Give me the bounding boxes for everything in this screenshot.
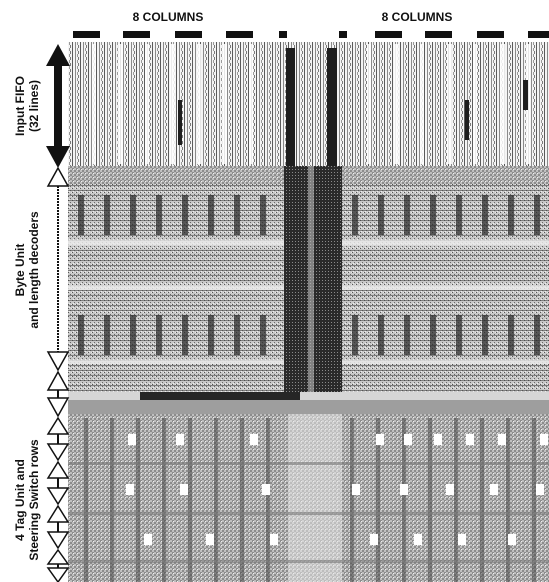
fifo-label-line1: Input FIFO (13, 76, 27, 136)
fifo-height-arrow (46, 44, 70, 168)
fifo-label-line2: (32 lines) (27, 80, 41, 132)
tag-steering-label-line2: Steering Switch rows (27, 439, 41, 561)
die-photo (68, 42, 549, 582)
byte-unit-label-line2: and length decoders (27, 211, 41, 329)
byte-unit-section-label: Byte Unit and length decoders (13, 211, 41, 329)
byte-unit-height-arrow (46, 166, 70, 372)
tag-steering-label-line1: 4 Tag Unit and (13, 459, 27, 541)
right-columns-label: 8 COLUMNS (382, 10, 453, 24)
byte-unit-label-line1: Byte Unit (13, 244, 27, 297)
tag-steering-section-label: 4 Tag Unit and Steering Switch rows (13, 439, 41, 561)
fifo-section-label: Input FIFO (32 lines) (13, 76, 41, 136)
separator-row-arrow (46, 370, 70, 418)
tag-row-arrows (46, 416, 70, 582)
left-columns-label: 8 COLUMNS (133, 10, 204, 24)
column-marker-bars (73, 31, 549, 38)
